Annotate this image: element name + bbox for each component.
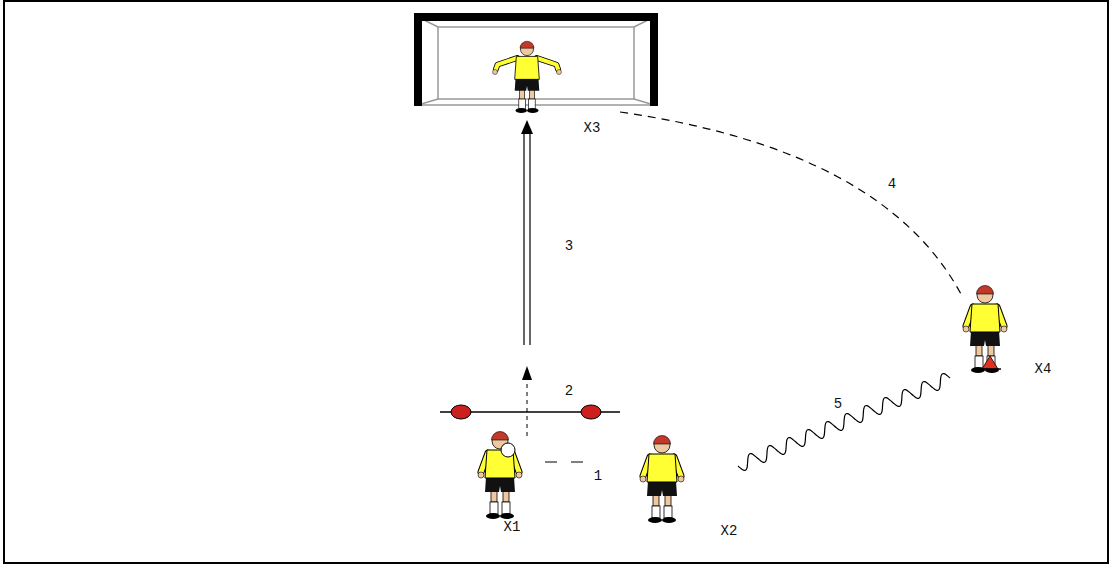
ball	[501, 443, 515, 457]
callout-number: 3	[564, 238, 574, 254]
player-figure	[963, 286, 1007, 374]
marker-cone	[982, 356, 998, 369]
callout-number: 2	[564, 383, 574, 399]
label-slot: X4	[1034, 361, 1053, 377]
label-slot: X3	[583, 120, 602, 136]
callout-number: 5	[833, 396, 843, 412]
server-figure	[478, 432, 522, 520]
player-label: X2	[720, 523, 739, 539]
dribble-path	[738, 374, 950, 471]
player-label: X3	[583, 120, 602, 136]
shot-arrow	[521, 120, 533, 345]
callout-number: 1	[593, 468, 603, 484]
label-slot: 2	[564, 383, 574, 399]
player-label: X4	[1034, 361, 1053, 377]
player-label: X1	[503, 519, 522, 535]
label-slot: 1	[593, 468, 603, 484]
player-figure	[640, 436, 684, 524]
field-border	[4, 1, 1108, 563]
cone-base	[979, 368, 1001, 370]
label-slot: 4	[887, 176, 897, 192]
cone-gate	[440, 366, 620, 440]
label-slot: X1	[503, 519, 522, 535]
throw-path	[620, 112, 962, 296]
pass-line	[545, 461, 588, 462]
label-slot: 5	[833, 396, 843, 412]
label-slot: X2	[720, 523, 739, 539]
goalkeeper-figure	[493, 41, 562, 113]
label-slot: 3	[564, 238, 574, 254]
callout-number: 4	[887, 176, 897, 192]
